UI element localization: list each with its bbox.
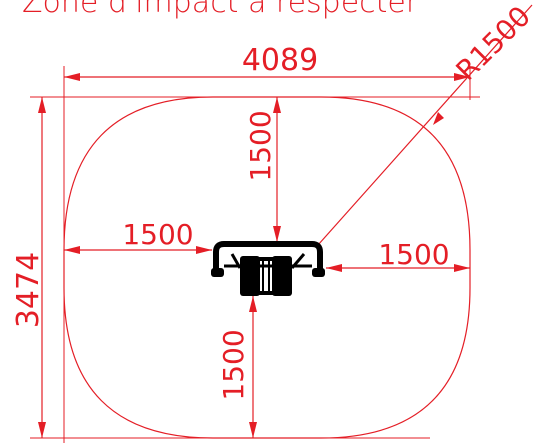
- right-clearance-line: [326, 264, 470, 272]
- height-dimension-line: [38, 97, 46, 438]
- overall-width-label: 4089: [242, 43, 318, 78]
- width-dimension-line: [64, 73, 470, 81]
- top-clearance-label: 1500: [244, 110, 277, 181]
- bottom-clearance-label: 1500: [217, 329, 250, 400]
- diagram-title: Zone d'impact à respecter: [22, 0, 419, 20]
- fitness-equipment: [211, 241, 325, 296]
- bottom-clearance-line: [249, 296, 257, 438]
- left-clearance-label: 1500: [122, 218, 193, 251]
- radius-leader: [317, 4, 533, 246]
- right-clearance-label: 1500: [378, 238, 449, 271]
- impact-zone-outline: [63, 96, 471, 439]
- radius-label: R1500: [450, 0, 535, 87]
- top-clearance-line: [273, 97, 281, 242]
- overall-height-label: 3474: [11, 252, 46, 328]
- left-clearance-line: [64, 246, 212, 254]
